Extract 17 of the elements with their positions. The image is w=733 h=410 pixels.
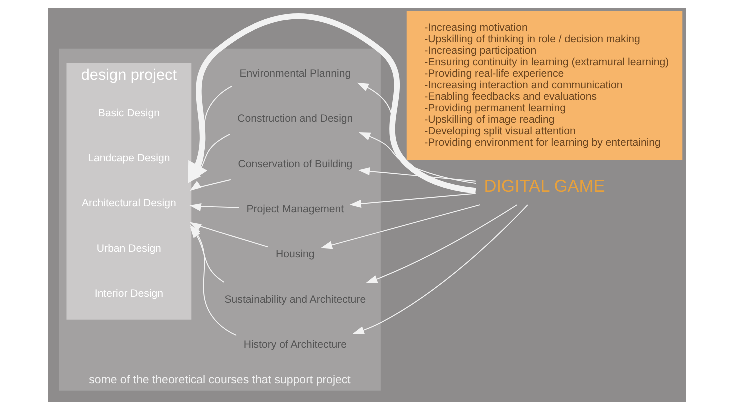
node-box: -Increasing motivation -Upskilling of thinking in role / decision making -Increasing participation -Ensuring continuity in learning (extramural learning) -Providing real-life experience -Increasing interaction and communication -Enabling feedbacks and evaluations -Providing permanent learning -Upskilling of image reading -Developing split visual attention -Providing environment for learning by entertaining — [406, 11, 682, 160]
node-text: Project Management — [246, 203, 344, 216]
arrow — [366, 204, 518, 284]
arrow — [189, 204, 240, 212]
node-text: Conservation of Building — [238, 158, 352, 170]
node-text: History of Architecture — [243, 338, 347, 351]
node-text: DIGITAL GAME — [484, 176, 605, 196]
arrow — [358, 132, 476, 184]
node-text: Construction and Design — [237, 113, 353, 126]
arrow — [358, 167, 476, 182]
arrow — [320, 204, 480, 250]
node-text: Environmental Planning — [239, 68, 351, 80]
arrow — [349, 193, 476, 208]
node-text: Housing — [276, 248, 314, 261]
node-text: Sustainability and Architecture — [224, 294, 366, 306]
arrow — [352, 204, 528, 334]
arrow — [189, 179, 231, 192]
